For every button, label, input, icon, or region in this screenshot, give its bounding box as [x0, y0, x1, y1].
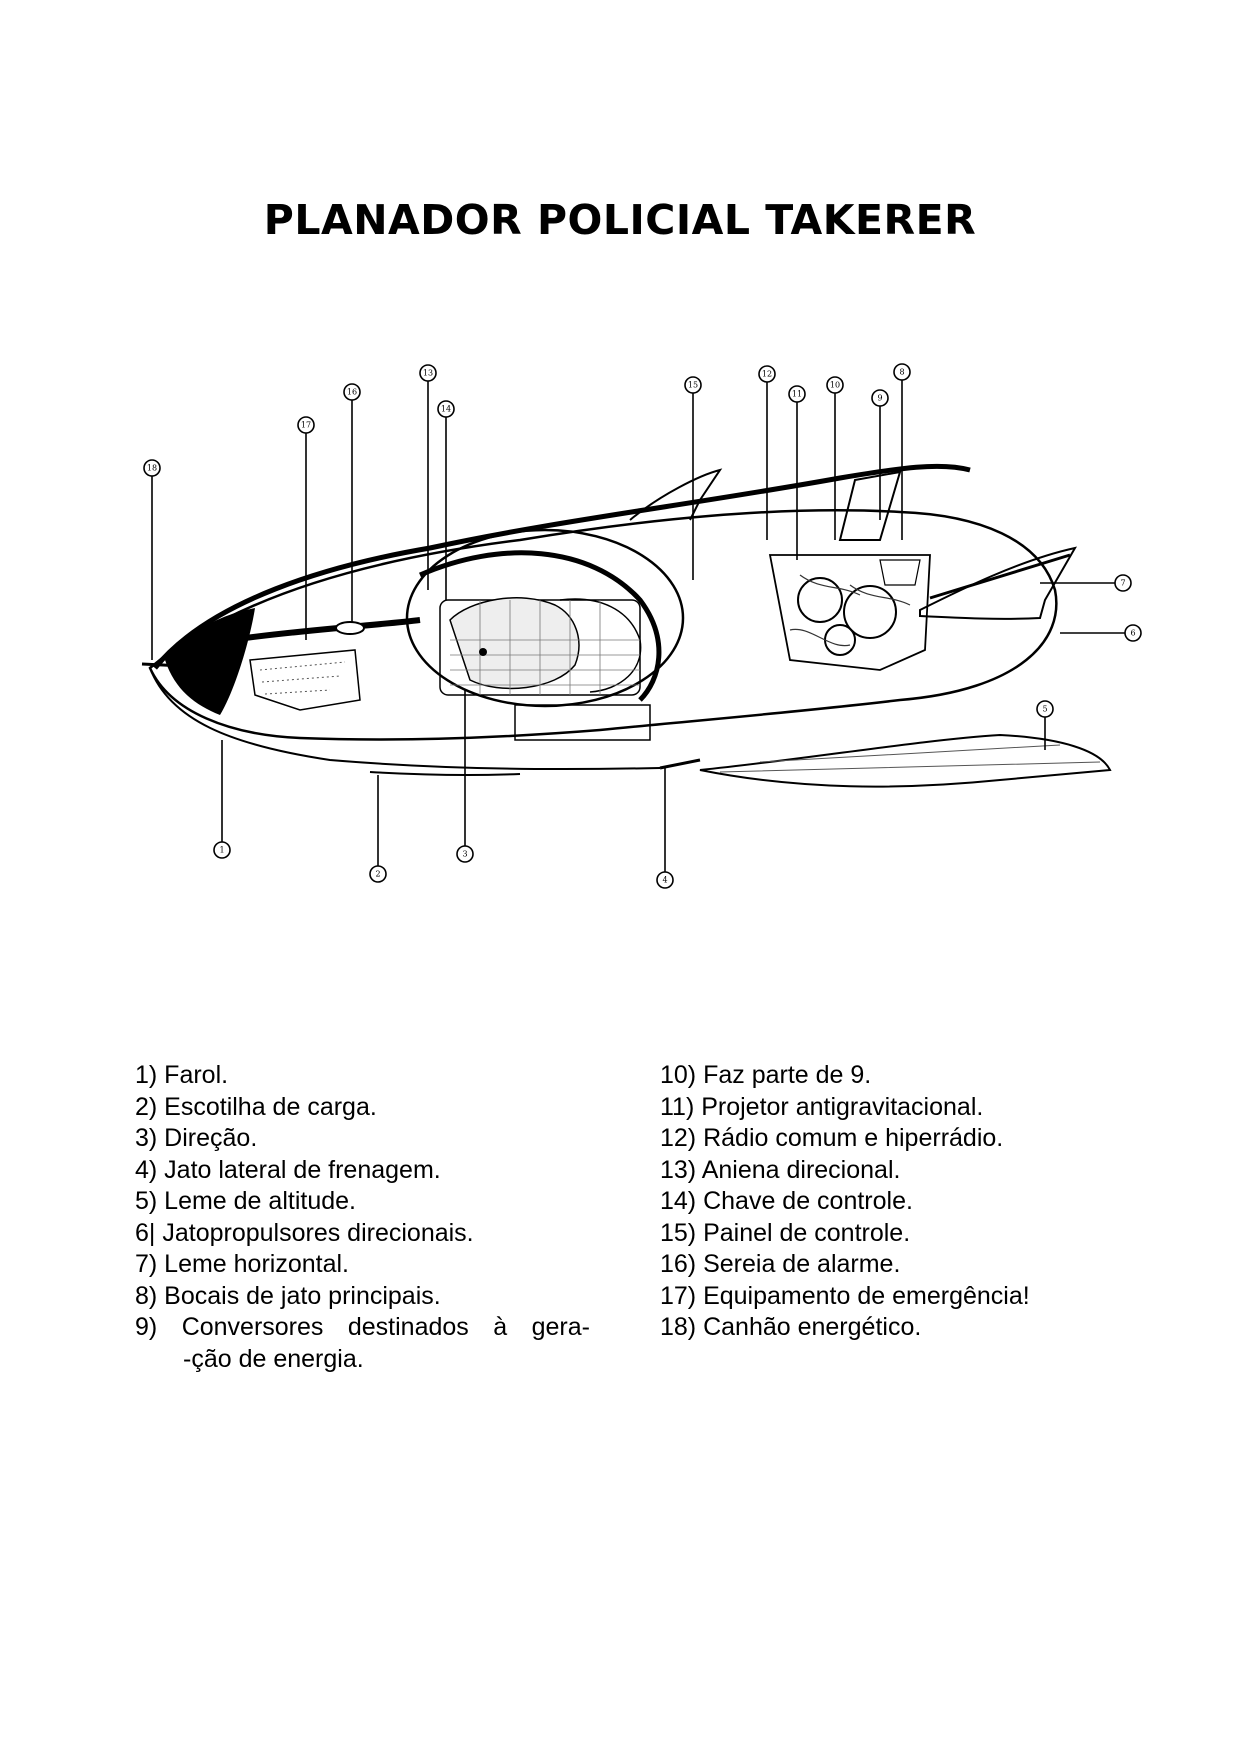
- callout-7: 7: [1114, 574, 1132, 592]
- cockpit-canopy: [405, 528, 685, 708]
- svg-text:6: 6: [1130, 629, 1135, 638]
- dorsal-stripe: [153, 463, 971, 670]
- legend-item: 10) Faz parte de 9.: [660, 1061, 872, 1089]
- callout-12: 12: [758, 365, 776, 383]
- callout-9: 9: [871, 389, 889, 407]
- callout-18: 18: [143, 459, 161, 477]
- legend-item: 17) Equipamento de emergência!: [660, 1281, 1030, 1310]
- callout-1: 1: [213, 841, 231, 859]
- svg-text:3: 3: [462, 850, 467, 859]
- legend-word: à: [493, 1313, 508, 1341]
- ship-illustration: [141, 463, 1112, 788]
- brake-jet: [659, 758, 701, 770]
- engine-compartment: [768, 554, 931, 671]
- takerer-glider-cutaway-diagram: 1 2 3 4 5 6 7 8 9 10 11 12 13 14 15 16 1…: [141, 363, 1142, 889]
- alarm-siren: [335, 621, 365, 635]
- svg-text:14: 14: [441, 405, 451, 414]
- legend-item: 13) Aniena direcional.: [660, 1155, 901, 1184]
- legend-word: gera-: [531, 1313, 590, 1341]
- cargo-hatch: [514, 704, 651, 741]
- callout-2: 2: [369, 865, 387, 883]
- svg-text:5: 5: [1042, 705, 1047, 714]
- callout-6: 6: [1124, 624, 1142, 642]
- upper-fin: [629, 468, 723, 521]
- legend-item: 4) Jato lateral de frenagem.: [135, 1155, 441, 1184]
- legend-item: 8) Bocais de jato principais.: [135, 1281, 441, 1310]
- lower-wing: [699, 733, 1112, 788]
- legend-item: 12) Rádio comum e hiperrádio.: [660, 1124, 1004, 1152]
- cockpit-interior: [439, 597, 642, 696]
- legend-item: 3) Direção.: [135, 1124, 258, 1152]
- hull-outline: [148, 509, 1058, 741]
- legend-item: 1) Farol.: [135, 1061, 229, 1089]
- svg-text:2: 2: [375, 870, 380, 879]
- callout-11: 11: [788, 385, 806, 403]
- svg-text:16: 16: [347, 388, 357, 397]
- nose-band: [165, 608, 255, 715]
- callout-17: 17: [297, 416, 315, 434]
- energy-cannon: [141, 662, 226, 670]
- legend-item: 7) Leme horizontal.: [135, 1250, 350, 1278]
- svg-text:7: 7: [1120, 579, 1125, 588]
- svg-text:9: 9: [877, 394, 882, 403]
- svg-text:8: 8: [899, 368, 904, 377]
- legend-item: 2) Escotilha de carga.: [135, 1092, 377, 1121]
- legend-item: 15) Painel de controle.: [660, 1218, 911, 1247]
- leader-lines: [151, 380, 1125, 873]
- svg-text:18: 18: [147, 464, 157, 473]
- callout-14: 14: [437, 400, 455, 418]
- svg-text:13: 13: [423, 369, 433, 378]
- legend-right-column: 10) Faz parte de 9. 11) Projetor antigra…: [660, 1060, 1120, 1344]
- legend-item: 11) Projetor antigravitacional.: [660, 1092, 984, 1121]
- legend-item: 16) Sereia de alarme.: [660, 1250, 901, 1278]
- tail-fin: [838, 470, 902, 541]
- svg-text:17: 17: [301, 421, 311, 430]
- callout-5: 5: [1036, 700, 1054, 718]
- legend-word: Conversores: [181, 1313, 324, 1341]
- legend-word: destinados: [347, 1313, 469, 1341]
- canopy-frame: [418, 550, 662, 702]
- legend-item: 18) Canhão energético.: [660, 1313, 922, 1341]
- legend-item: 14) Chave de controle.: [660, 1187, 913, 1215]
- svg-text:4: 4: [662, 876, 667, 885]
- callout-8: 8: [893, 363, 911, 381]
- callout-3: 3: [456, 845, 474, 863]
- side-stripe: [229, 617, 421, 643]
- callout-4: 4: [656, 871, 674, 889]
- callout-15: 15: [684, 376, 702, 394]
- belly: [149, 667, 661, 771]
- svg-text:1: 1: [219, 846, 224, 855]
- page-title: PLANADOR POLICIAL TAKERER: [263, 196, 977, 244]
- legend-item: 5) Leme de altitude.: [135, 1187, 356, 1215]
- callout-markers: 1 2 3 4 5 6 7 8 9 10 11 12 13 14 15 16 1…: [143, 363, 1142, 889]
- svg-text:10: 10: [830, 381, 840, 390]
- callout-16: 16: [343, 383, 361, 401]
- emergency-bay: [249, 649, 361, 711]
- callout-10: 10: [826, 376, 844, 394]
- legend-item-9-line2: -ção de energia.: [183, 1344, 364, 1373]
- legend-word: 9): [135, 1313, 158, 1341]
- svg-text:12: 12: [762, 370, 772, 379]
- legend-item: 6| Jatopropulsores direcionais.: [135, 1218, 474, 1247]
- legend-item-9-line1: 9) Conversores destinados à gera-: [135, 1312, 590, 1344]
- svg-text:11: 11: [792, 390, 802, 399]
- callout-13: 13: [419, 364, 437, 382]
- legend-left-column: 1) Farol. 2) Escotilha de carga. 3) Dire…: [135, 1060, 590, 1375]
- legend-item-9: 9) Conversores destinados à gera- -ção d…: [135, 1312, 590, 1375]
- svg-text:15: 15: [688, 381, 698, 390]
